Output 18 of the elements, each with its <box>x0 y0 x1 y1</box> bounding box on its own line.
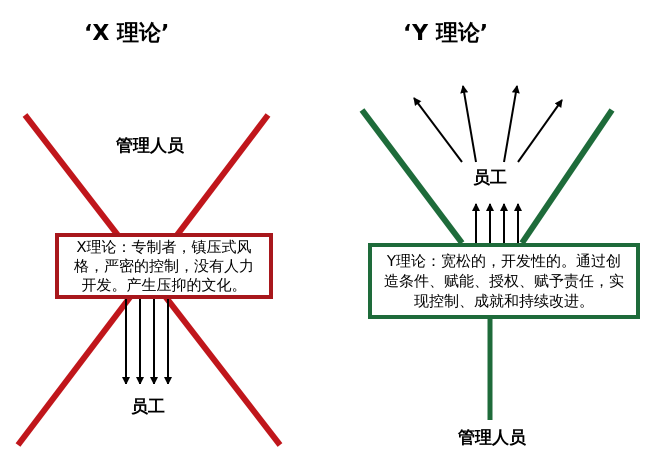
role-label: 员工 <box>462 162 518 204</box>
arrow <box>517 99 563 163</box>
arrow <box>486 203 494 243</box>
arrow <box>460 85 477 162</box>
connector-line <box>488 319 492 420</box>
panel-title: ‘X 理论’ <box>84 20 170 48</box>
arrow <box>164 299 172 385</box>
arrow <box>514 203 522 243</box>
panel-title: ‘Y 理论’ <box>403 20 488 48</box>
arrow <box>136 299 144 385</box>
arrow <box>500 203 508 243</box>
theory-box: Y理论：宽松的，开发性的。通过创造条件、赋能、授权、赋予责任，实现控制、成就和持续改进。 <box>368 243 640 319</box>
theory-box: X理论：专制者，镇压式风格，严密的控制，没有人力开发。产生压抑的文化。 <box>55 233 273 299</box>
arrow <box>150 299 158 385</box>
arrow <box>413 97 463 163</box>
arrow <box>122 299 130 385</box>
arrow <box>503 85 520 162</box>
arrow <box>472 203 480 243</box>
